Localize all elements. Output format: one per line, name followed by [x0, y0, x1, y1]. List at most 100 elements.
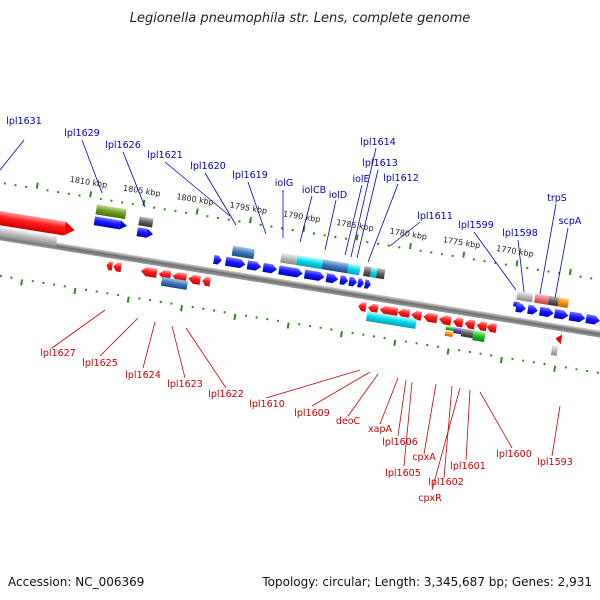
forward-gene-arrow	[224, 256, 246, 269]
reverse-gene-arrow	[476, 321, 488, 332]
tick-major	[233, 313, 237, 321]
gene-block	[0, 209, 66, 236]
gene-label: iolG	[275, 178, 293, 189]
gene-label: lpl1602	[428, 477, 464, 488]
gene-label: scpA	[559, 216, 582, 227]
gene-arrow	[555, 334, 563, 345]
gene-label: lpl1624	[125, 370, 161, 381]
tick-dot	[596, 371, 599, 374]
tick-dot	[436, 345, 440, 348]
tick-dot	[344, 237, 348, 240]
tick-dot	[504, 263, 508, 266]
tick-dot	[458, 349, 461, 352]
kbp-label: 1790 kbp	[282, 209, 321, 224]
tick-major	[553, 365, 557, 372]
reverse-gene-arrow	[141, 267, 158, 278]
tick-major	[249, 217, 252, 224]
tick-dot	[387, 244, 390, 247]
tick-dot	[14, 184, 17, 187]
kbp-label: 1795 kbp	[229, 201, 268, 216]
tick-dot	[120, 201, 124, 204]
gene-label: lpl1601	[450, 461, 486, 472]
kbp-label: 1800 kbp	[176, 192, 215, 207]
gene-label: lpl1611	[417, 211, 453, 222]
tick-dot	[483, 259, 486, 263]
tick-major	[20, 279, 24, 286]
tick-major	[126, 296, 130, 303]
reverse-gene-run	[358, 302, 498, 333]
tick-dot	[266, 318, 269, 321]
forward-gene-arrow	[553, 309, 569, 320]
tick-dot	[590, 277, 593, 280]
tick-dot	[78, 194, 81, 197]
gene-label: lpl1609	[294, 408, 330, 419]
tick-dot	[330, 328, 333, 331]
tick-dot	[202, 307, 205, 310]
tick-dot	[52, 283, 56, 286]
gene-label: xapA	[368, 424, 392, 435]
tick-dot	[383, 336, 386, 340]
forward-features	[0, 204, 600, 325]
gene-block	[95, 204, 127, 220]
gene-block	[280, 252, 298, 266]
tick-major	[142, 199, 146, 207]
forward-gene-arrow	[357, 278, 364, 288]
tick-dot	[291, 228, 294, 232]
reverse-gene-arrow	[411, 310, 423, 321]
tick-major	[73, 287, 77, 295]
tick-dot	[116, 293, 120, 297]
gene-block	[533, 293, 550, 305]
tick-major	[515, 260, 519, 267]
forward-gene-run	[213, 254, 371, 289]
forward-gene-arrow	[515, 302, 526, 313]
tick-major	[446, 348, 450, 355]
gene-block	[0, 225, 58, 247]
tick-dot	[376, 242, 380, 246]
gene-label: lpl1612	[383, 173, 419, 184]
linear-map: 1810 kbp 1805 kbp 1800 kbp 1795 kbp 1790…	[0, 175, 600, 374]
tick-dot	[440, 253, 444, 256]
reverse-gene-arrow	[486, 323, 498, 333]
tick-dot	[63, 285, 66, 288]
tick-major	[89, 191, 93, 198]
gene-block	[136, 227, 148, 238]
gene-block	[231, 245, 255, 260]
tick-dot	[586, 369, 589, 373]
tick-dot	[270, 225, 273, 228]
tick-dot	[191, 305, 194, 309]
gene-label: lpl1605	[385, 468, 421, 479]
forward-gene-arrow	[348, 276, 357, 287]
tick-major	[393, 339, 397, 346]
tick-dot	[42, 281, 45, 285]
gene-label: lpl1610	[249, 399, 285, 410]
gene-label: lpl1621	[147, 150, 183, 161]
tick-dot	[312, 232, 316, 235]
forward-gene-arrow	[303, 269, 325, 281]
tick-major	[286, 322, 290, 329]
tick-dot	[25, 185, 28, 189]
tick-dot	[276, 319, 280, 323]
genome-summary-text: Topology: circular; Length: 3,345,687 bp…	[261, 575, 592, 589]
gene-block	[365, 311, 392, 325]
gene-label: lpl1613	[362, 158, 398, 169]
genome-backbone	[0, 227, 600, 344]
tick-dot	[184, 211, 188, 214]
reverse-gene-arrow	[113, 262, 122, 273]
tick-dot	[106, 292, 109, 295]
tick-dot	[468, 350, 472, 354]
tick-major	[195, 208, 199, 215]
gene-block	[138, 216, 154, 228]
tick-dot	[255, 316, 258, 319]
reverse-gene-arrow	[368, 303, 379, 314]
gene-label: lpl1620	[190, 161, 226, 172]
gene-block	[369, 267, 378, 278]
tick-dot	[398, 246, 401, 249]
tick-major	[462, 251, 466, 258]
tick-dot	[472, 258, 476, 261]
tick-dot	[223, 311, 226, 314]
forward-gene-arrow	[364, 279, 371, 289]
kbp-label: 1810 kbp	[69, 175, 108, 190]
tick-dot	[543, 362, 546, 366]
tick-dot	[174, 209, 177, 213]
gene-arrow	[119, 220, 128, 230]
